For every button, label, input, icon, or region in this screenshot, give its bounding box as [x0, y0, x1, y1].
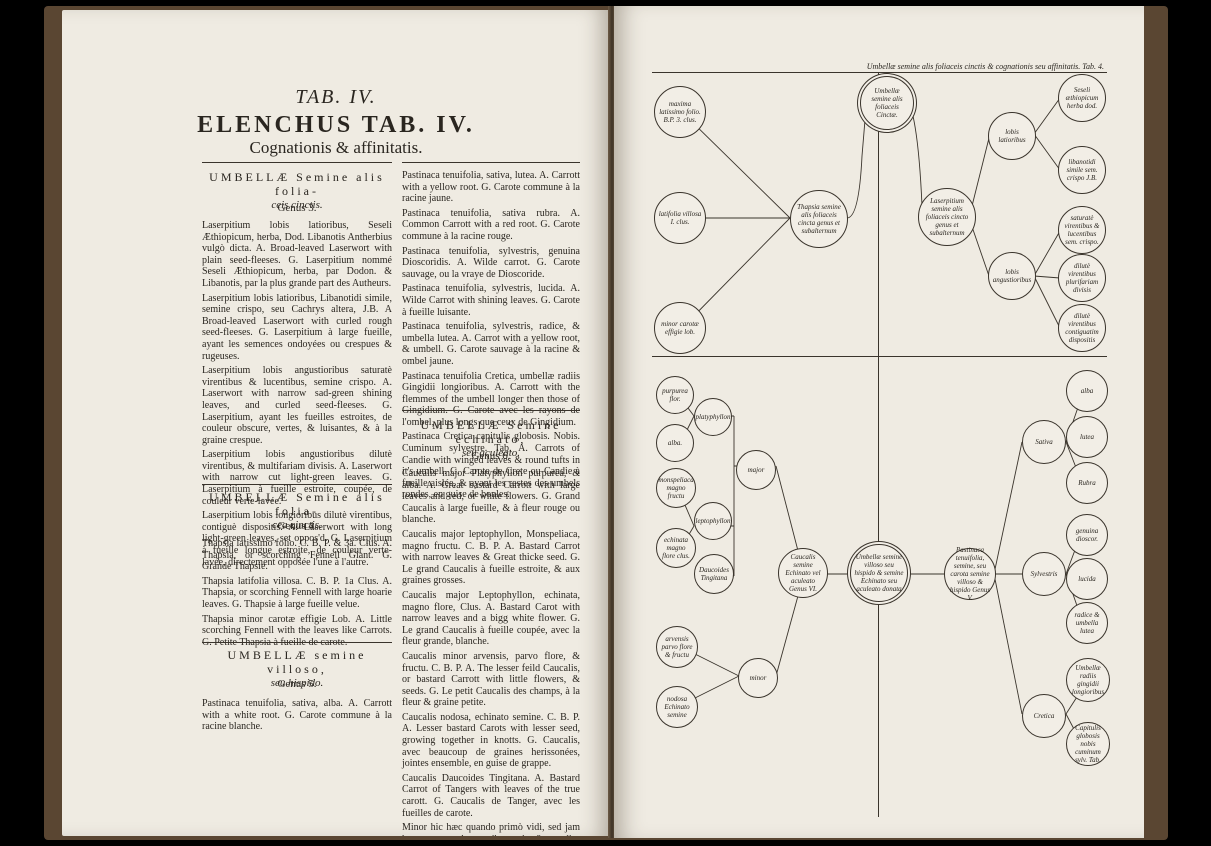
node-major: major	[736, 450, 776, 490]
node-purpurea: purpurea flor.	[656, 376, 694, 414]
genus-label: Genus 5.	[277, 678, 317, 690]
node-monspel: monspeliaca magno fructu	[656, 468, 696, 508]
genus-label: Genus 6.	[471, 450, 511, 462]
node-capitulis: Capitulis globosis nobis cuminum sylv. T…	[1066, 722, 1110, 766]
node-caucalis: Caucalis semine Echinato vel aculeato Ge…	[778, 548, 828, 598]
divider	[202, 484, 392, 485]
node-minor-top: minor carotæ effigie lob.	[654, 302, 706, 354]
node-arvensis: arvensis parvo flore & fructu	[656, 626, 698, 668]
node-maxima: maxima latissimo folio. B.P. 3. clus.	[654, 86, 706, 138]
divider	[402, 162, 580, 163]
node-platyphyl: platyphyllon	[694, 398, 732, 436]
section-heading: UMBELLÆ semine villoso, seu hispido.	[227, 648, 367, 689]
center-rule	[878, 72, 879, 817]
node-rubra: Rubra	[1066, 462, 1108, 504]
node-umbella: Umbellæ radiis gingidii longioribus	[1066, 658, 1110, 702]
genus-label: Genus 3.	[277, 202, 317, 214]
section-heading: UMBELLÆ Semine alis folia- ceis cinctis.	[209, 170, 385, 211]
node-alba: alba	[1066, 370, 1108, 412]
page-title: ELENCHUS TAB. IV.	[197, 112, 475, 138]
divider	[402, 410, 580, 411]
header-rule	[652, 72, 1107, 73]
middle-rule	[652, 356, 1107, 357]
running-header: Umbellæ semine alis foliaceis cinctis & …	[866, 62, 1104, 71]
node-lutea: lutea	[1066, 416, 1108, 458]
node-alba-left: alba.	[656, 424, 694, 462]
tab-heading: TAB. IV.	[295, 86, 377, 108]
node-latioribus: lobis latioribus	[988, 112, 1036, 160]
node-leptophyl: leptophyllon	[694, 502, 732, 540]
node-radice: radice & umbella lutea	[1066, 602, 1108, 644]
node-pastinaca: Pastinaca tenuifolia, semine, seu carota…	[944, 546, 996, 602]
text-column-2a: Pastinaca tenuifolia, sativa, lutea. A. …	[402, 170, 580, 501]
node-cretica: Cretica	[1022, 694, 1066, 738]
text-column-1b: Thapsia latissimo folio. C. B. P. & 3a. …	[202, 538, 392, 648]
section-heading: UMBELLÆ Semine echinato, seu aculeato.	[420, 418, 562, 459]
node-sativa: Sativa	[1022, 420, 1066, 464]
node-laserpitium: Laserpitium semine alis foliaceis cincto…	[918, 188, 976, 246]
page-subtitle: Cognationis & affinitatis.	[249, 138, 423, 157]
node-dilute: dilutè virentibus plurifariam divisis	[1058, 254, 1106, 302]
node-nodosa: nodosa Echinato semine	[656, 686, 698, 728]
node-saturate: saturatè virentibus & lucentibus sem. cr…	[1058, 206, 1106, 254]
right-page: Umbellæ semine alis foliaceis cinctis & …	[614, 6, 1144, 838]
node-sylvestris: Sylvestris	[1022, 552, 1066, 596]
divider	[202, 642, 392, 643]
node-minor-bottom: minor	[738, 658, 778, 698]
node-top-root: Umbellæ semine alis foliaceis Cinctæ.	[860, 76, 914, 130]
node-libanotidi: libanotidi simile sem. crispo J.B.	[1058, 146, 1106, 194]
node-genuina: genuina dioscor.	[1066, 514, 1108, 556]
node-bottom-root: Umbellæ semine villoso seu hispido & sem…	[850, 544, 908, 602]
text-column-1a: Laserpitium lobis latioribus, Seseli Æth…	[202, 220, 392, 568]
node-dilute2: dilutè virentibus contiguatim dispositis	[1058, 304, 1106, 352]
node-echinata: echinata magno flore clus.	[656, 528, 696, 568]
left-page: TAB. IV. ELENCHUS TAB. IV. Cognationis &…	[62, 10, 610, 836]
text-column-2b: Caucalis major Platyphyllon purpurea, & …	[402, 468, 580, 836]
node-latifolia: latifolia villosa I. clus.	[654, 192, 706, 244]
node-daucoides: Daucoides Tingitana	[694, 554, 734, 594]
node-seseli: Seseli æthiopicum herba dod.	[1058, 74, 1106, 122]
text-column-1c: Pastinaca tenuifolia, sativa, alba. A. C…	[202, 698, 392, 733]
genus-label: Genus 4.	[277, 520, 317, 532]
node-lucida: lucida	[1066, 558, 1108, 600]
section-heading: UMBELLÆ Semine alis folia- cea cinctis.	[209, 490, 385, 531]
node-angustioribus: lobis angustioribus	[988, 252, 1036, 300]
divider	[202, 162, 392, 163]
node-thapsia: Thapsia semine alis foliaceis cincta gen…	[790, 190, 848, 248]
book-gutter	[608, 6, 616, 838]
